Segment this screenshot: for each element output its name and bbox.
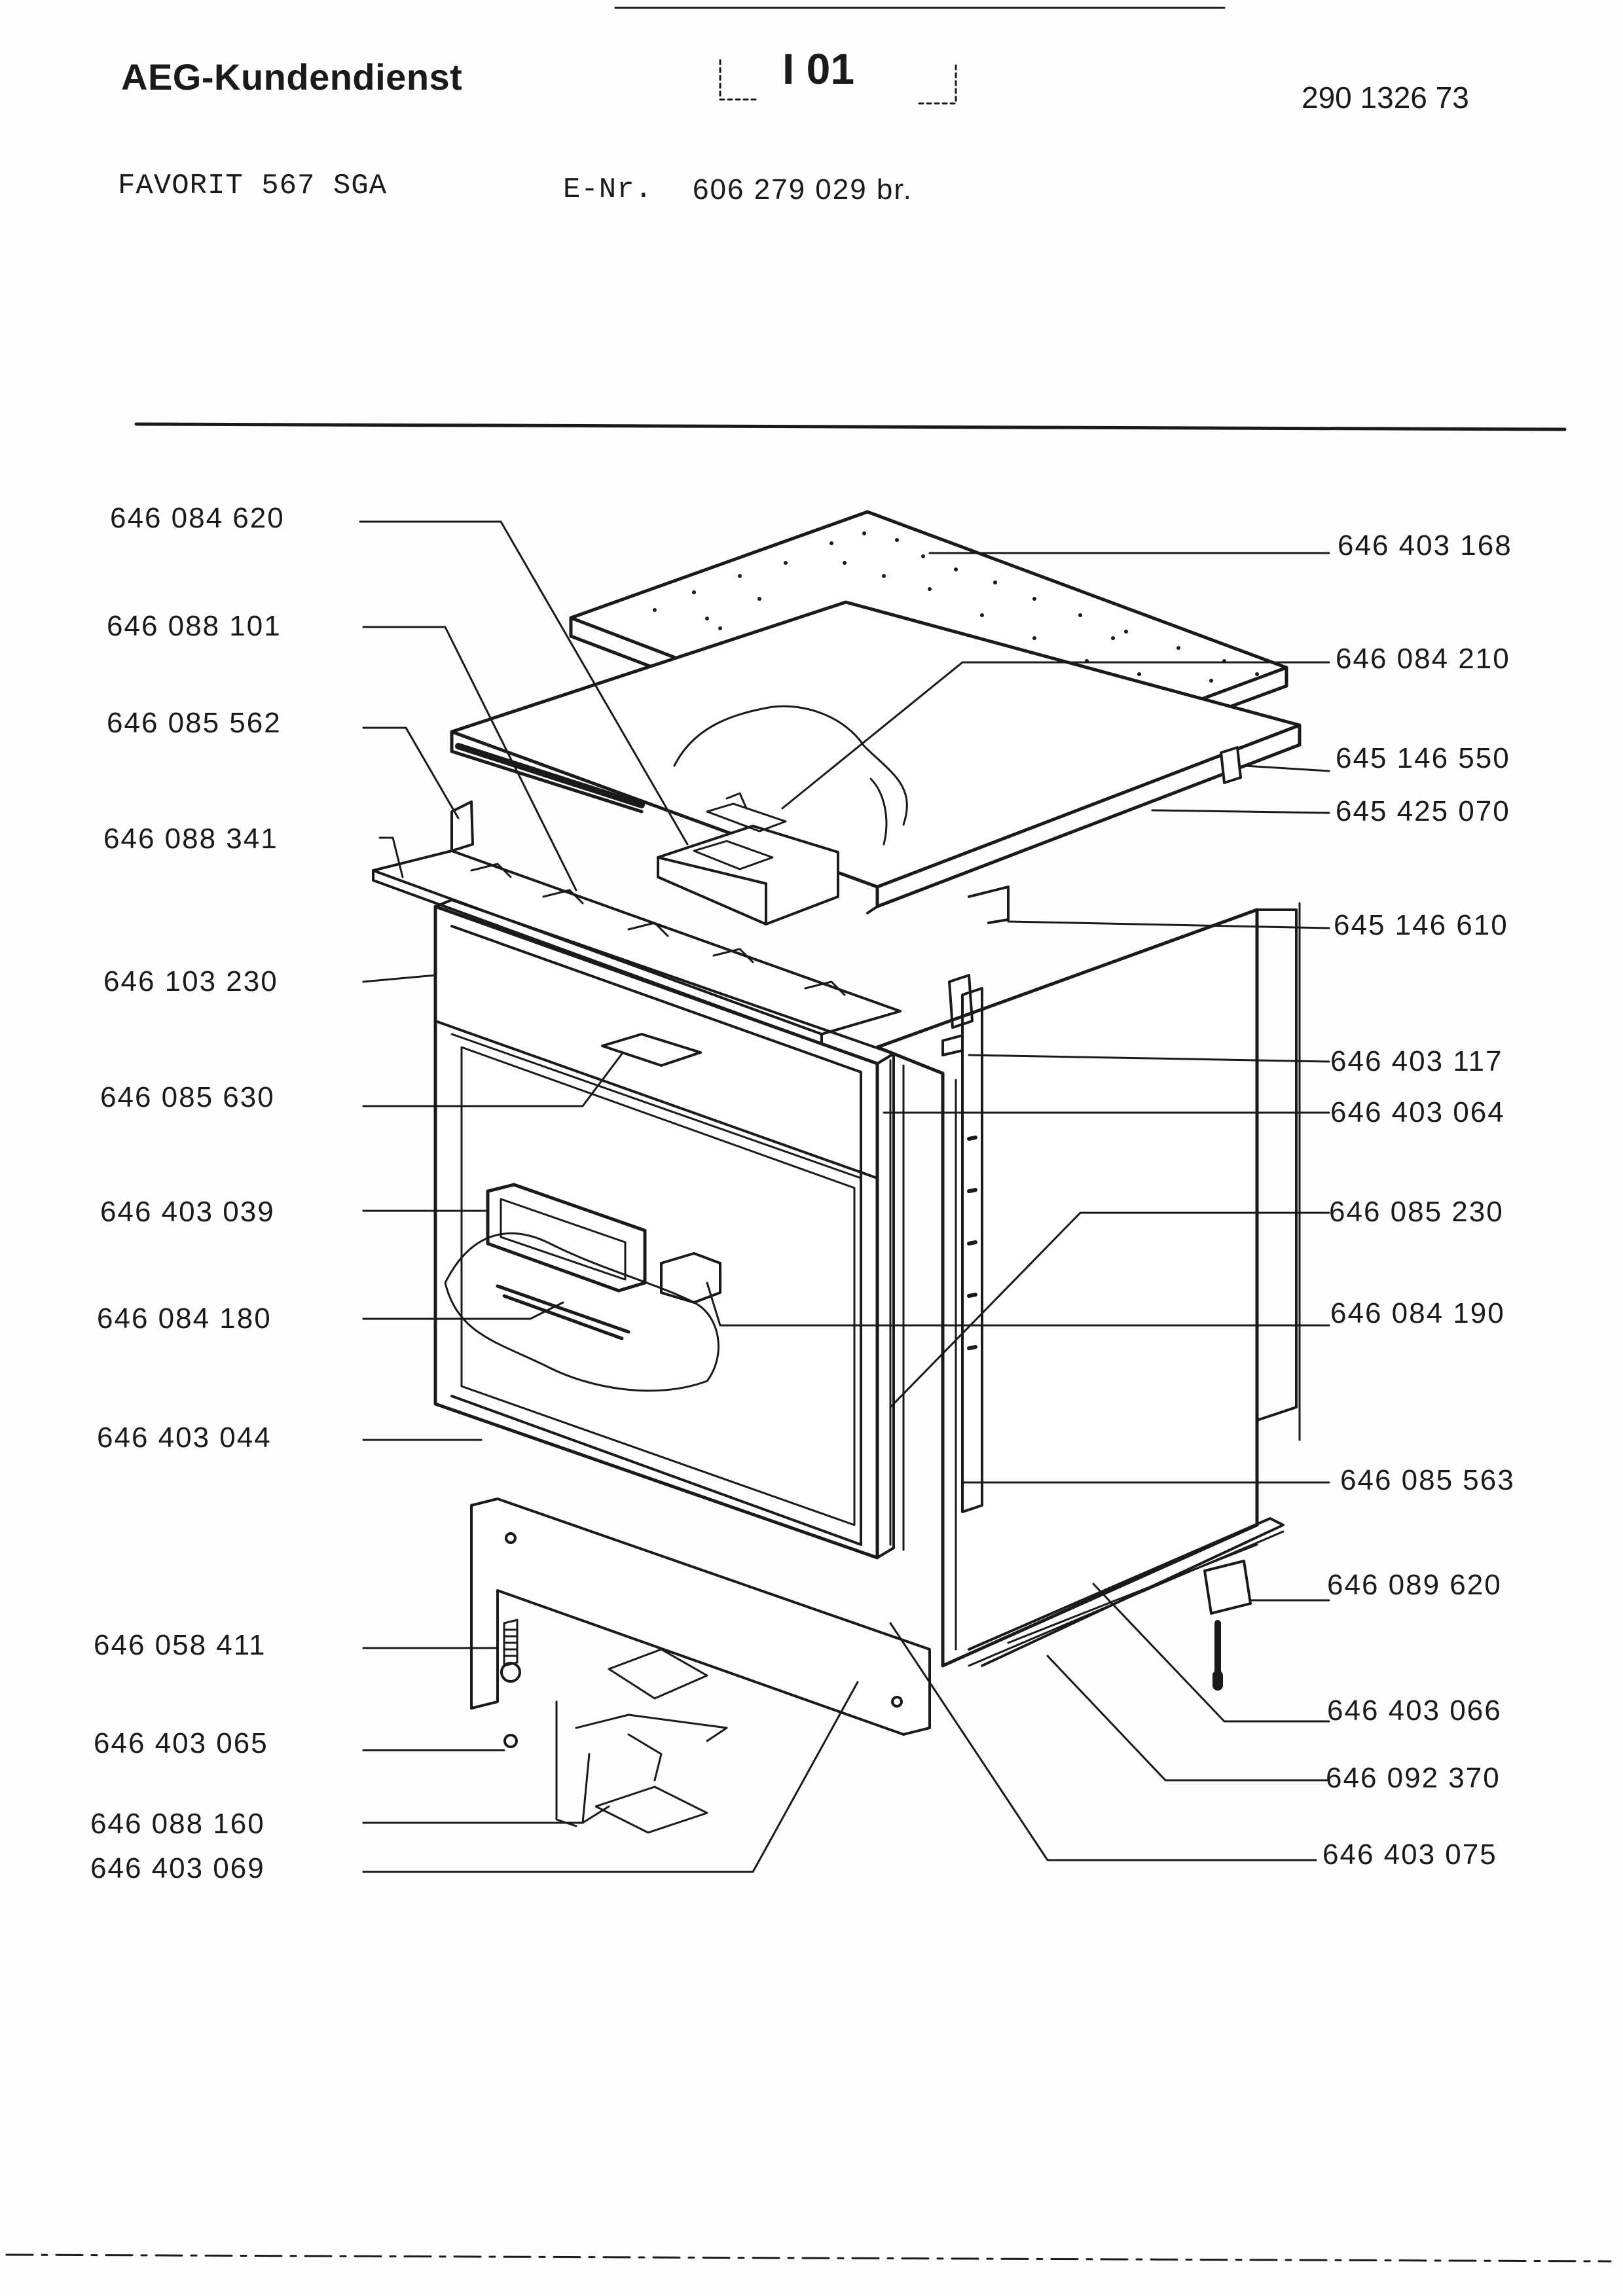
door-latch-bar: [496, 1284, 630, 1340]
side-rail: [961, 987, 983, 1513]
cabinet-body: [875, 908, 1298, 1668]
latch-clip: [660, 1252, 721, 1304]
hook-bracket: [968, 886, 1010, 924]
leader-lines-right: [706, 552, 1330, 1861]
door-cutaway: [444, 1232, 720, 1392]
hinge-plates: [555, 1648, 728, 1834]
part-label-left: 646 058 411: [94, 1629, 266, 1661]
corner-bracket: [948, 974, 974, 1029]
e-nr-label: E-Nr.: [563, 173, 653, 206]
part-label-right: 646 084 190: [1330, 1297, 1505, 1329]
bottom-border-line: [5, 2253, 1612, 2263]
section-bracket-left: [719, 59, 761, 101]
e-nr-value: 606 279 029 br.: [693, 173, 913, 206]
part-label-left: 646 103 230: [103, 965, 278, 997]
document-number: 290 1326 73: [1302, 81, 1469, 115]
rear-foot: [1203, 1560, 1252, 1691]
part-label-left: 646 085 630: [100, 1081, 275, 1113]
hinge-spring: [500, 1619, 521, 1683]
part-label-left: 646 403 065: [94, 1727, 268, 1759]
part-label-right: 646 092 370: [1326, 1762, 1501, 1794]
door-panel: [433, 899, 895, 1560]
door-base-bracket: [470, 1498, 931, 1748]
header-rule: [134, 422, 1567, 431]
part-label-right: 646 403 066: [1327, 1695, 1502, 1727]
part-label-right: 646 403 064: [1330, 1096, 1505, 1128]
control-strip: [372, 850, 902, 1045]
leader-lines-left: [359, 520, 859, 1873]
part-label-right: 646 084 210: [1336, 643, 1510, 675]
part-label-right: 646 089 620: [1327, 1569, 1502, 1601]
control-box: [657, 792, 839, 925]
part-label-right: 646 085 230: [1329, 1196, 1504, 1228]
part-label-right: 646 403 117: [1330, 1045, 1503, 1077]
door-insert-frame: [460, 1046, 856, 1526]
catch-part: [1220, 746, 1242, 784]
brand-title: AEG-Kundendienst: [121, 56, 463, 98]
clip-small: [941, 1034, 964, 1056]
part-label-right: 645 425 070: [1336, 795, 1510, 827]
bracket-left-top: [450, 800, 474, 852]
handle-recess: [601, 1033, 702, 1067]
part-label-left: 646 088 101: [107, 610, 282, 642]
part-label-left: 646 403 069: [90, 1852, 265, 1884]
section-number: I 01: [782, 45, 855, 93]
part-label-right: 646 403 168: [1338, 529, 1512, 562]
part-label-right: 645 146 610: [1334, 909, 1508, 941]
part-label-left: 646 084 620: [110, 502, 285, 534]
part-label-right: 645 146 550: [1336, 742, 1510, 774]
rear-strip: [889, 1059, 905, 1551]
part-label-left: 646 084 180: [97, 1302, 272, 1335]
model-name: FAVORIT 567 SGA: [118, 170, 388, 202]
part-label-left: 646 088 341: [103, 823, 278, 855]
part-label-left: 646 403 044: [97, 1422, 272, 1454]
part-label-right: 646 085 563: [1340, 1464, 1515, 1496]
part-label-left: 646 088 160: [90, 1808, 265, 1840]
part-label-right: 646 403 075: [1322, 1839, 1497, 1871]
cutaway-outline: [673, 705, 908, 826]
section-bracket-right: [915, 64, 957, 105]
part-label-left: 646 085 562: [107, 707, 282, 739]
part-label-left: 646 403 039: [100, 1196, 275, 1228]
